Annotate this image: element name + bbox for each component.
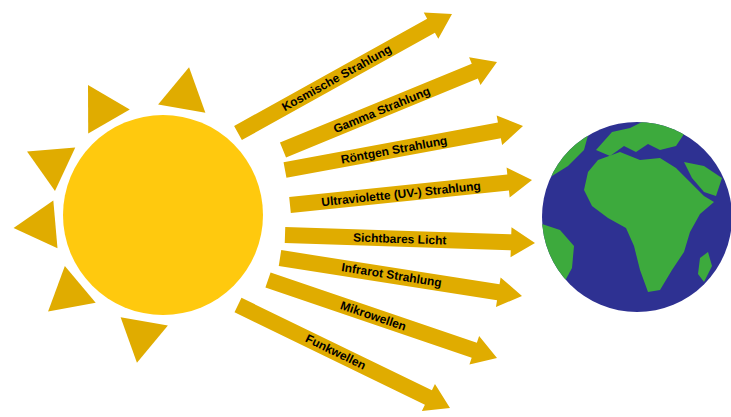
sun-ray (158, 67, 205, 113)
radiation-arrow (285, 227, 535, 257)
radiation-label: Gamma Strahlung (331, 83, 432, 135)
radiation-arrow (289, 168, 532, 213)
radiation-arrows (234, 13, 535, 411)
earth (540, 118, 731, 312)
radiation-label: Infrarot Strahlung (340, 261, 442, 291)
radiation-arrow (284, 116, 523, 178)
radiation-arrow (235, 298, 450, 411)
radiation-label: Ultraviolette (UV-) Strahlung (321, 178, 482, 208)
radiation-arrow (265, 272, 497, 364)
radiation-arrow (234, 13, 452, 140)
radiation-label: Sichtbares Licht (353, 230, 447, 247)
sun-ray (121, 317, 168, 363)
radiation-label: Röntgen Strahlung (340, 133, 449, 166)
sun-ray (14, 201, 58, 249)
radiation-label: Funkwellen (303, 332, 368, 373)
sun (63, 115, 263, 315)
